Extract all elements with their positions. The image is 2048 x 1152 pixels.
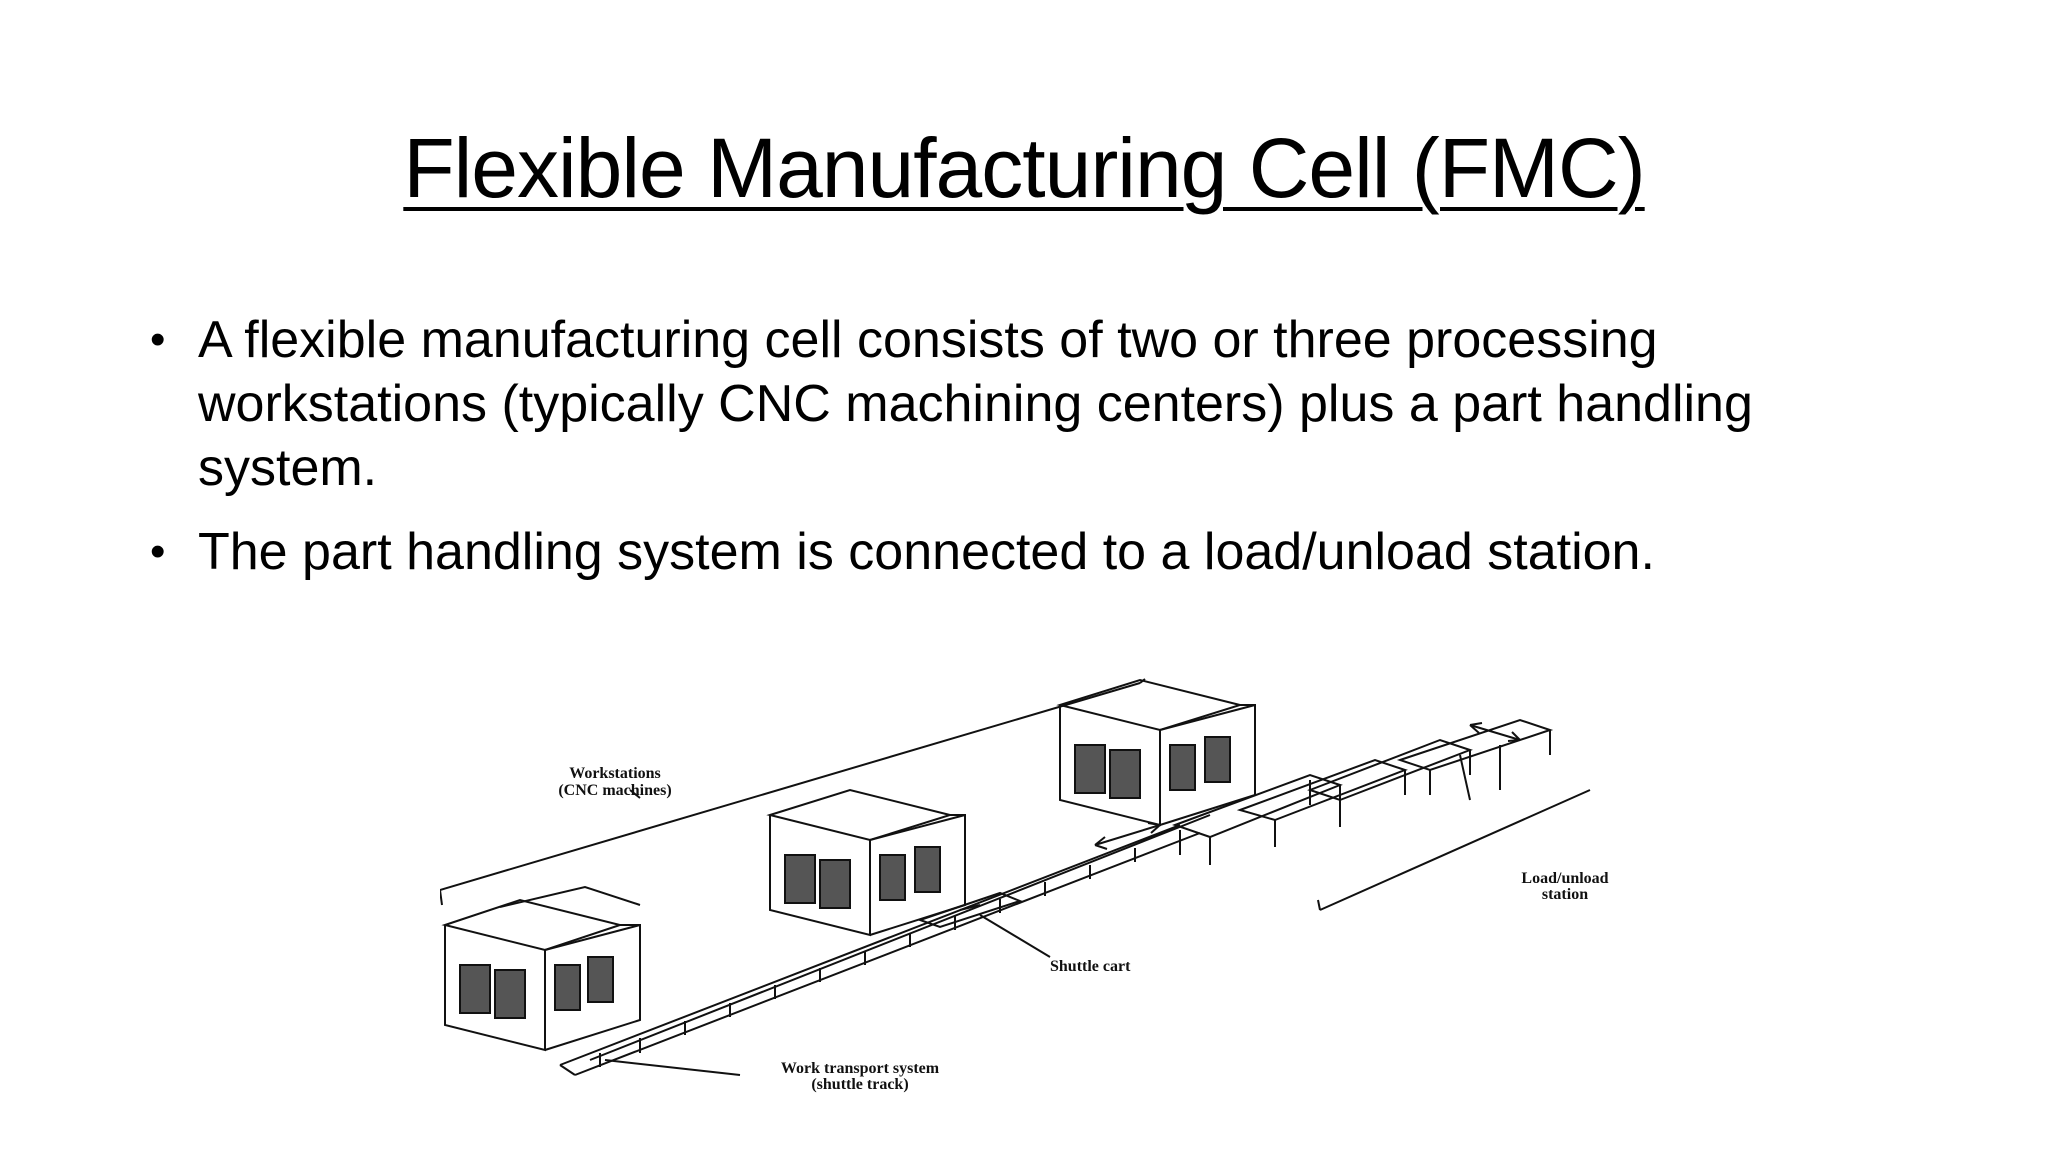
shuttle-cart-leader [979,914,1051,958]
bullet-list: A flexible manufacturing cell consists o… [150,308,1920,604]
shuttle-track [559,814,1211,1076]
workstation-2 [766,788,966,937]
bidirectional-arrow-left [1094,822,1161,850]
fmc-diagram: Workstations (CNC machines) Shuttle cart… [440,678,1609,1093]
slide-title-text: Flexible Manufacturing Cell (FMC) [403,121,1645,215]
workstation-1 [441,885,641,1052]
bidirectional-arrow-right [1469,722,1521,742]
bullet-item: A flexible manufacturing cell consists o… [150,308,1920,500]
shuttle-cart [916,891,1023,929]
load-unload-bracket [1317,789,1591,911]
transport-label-line2: (shuttle track) [811,1076,908,1093]
bullet-item: The part handling system is connected to… [150,520,1920,584]
load-unload-label-line1: Load/unload [1521,870,1608,887]
shuttle-cart-label: Shuttle cart [1050,958,1131,975]
workstation-3 [1056,678,1256,827]
workstations-label-line2: (CNC machines) [558,782,671,799]
transport-leader [604,1059,741,1076]
load-unload-label-line2: station [1542,886,1588,903]
slide-title: Flexible Manufacturing Cell (FMC) [0,118,2048,218]
transport-label-line1: Work transport system [781,1060,940,1077]
workstations-leader [629,789,641,799]
load-unload-benches [1172,718,1554,865]
workstations-label-line1: Workstations [569,765,661,782]
